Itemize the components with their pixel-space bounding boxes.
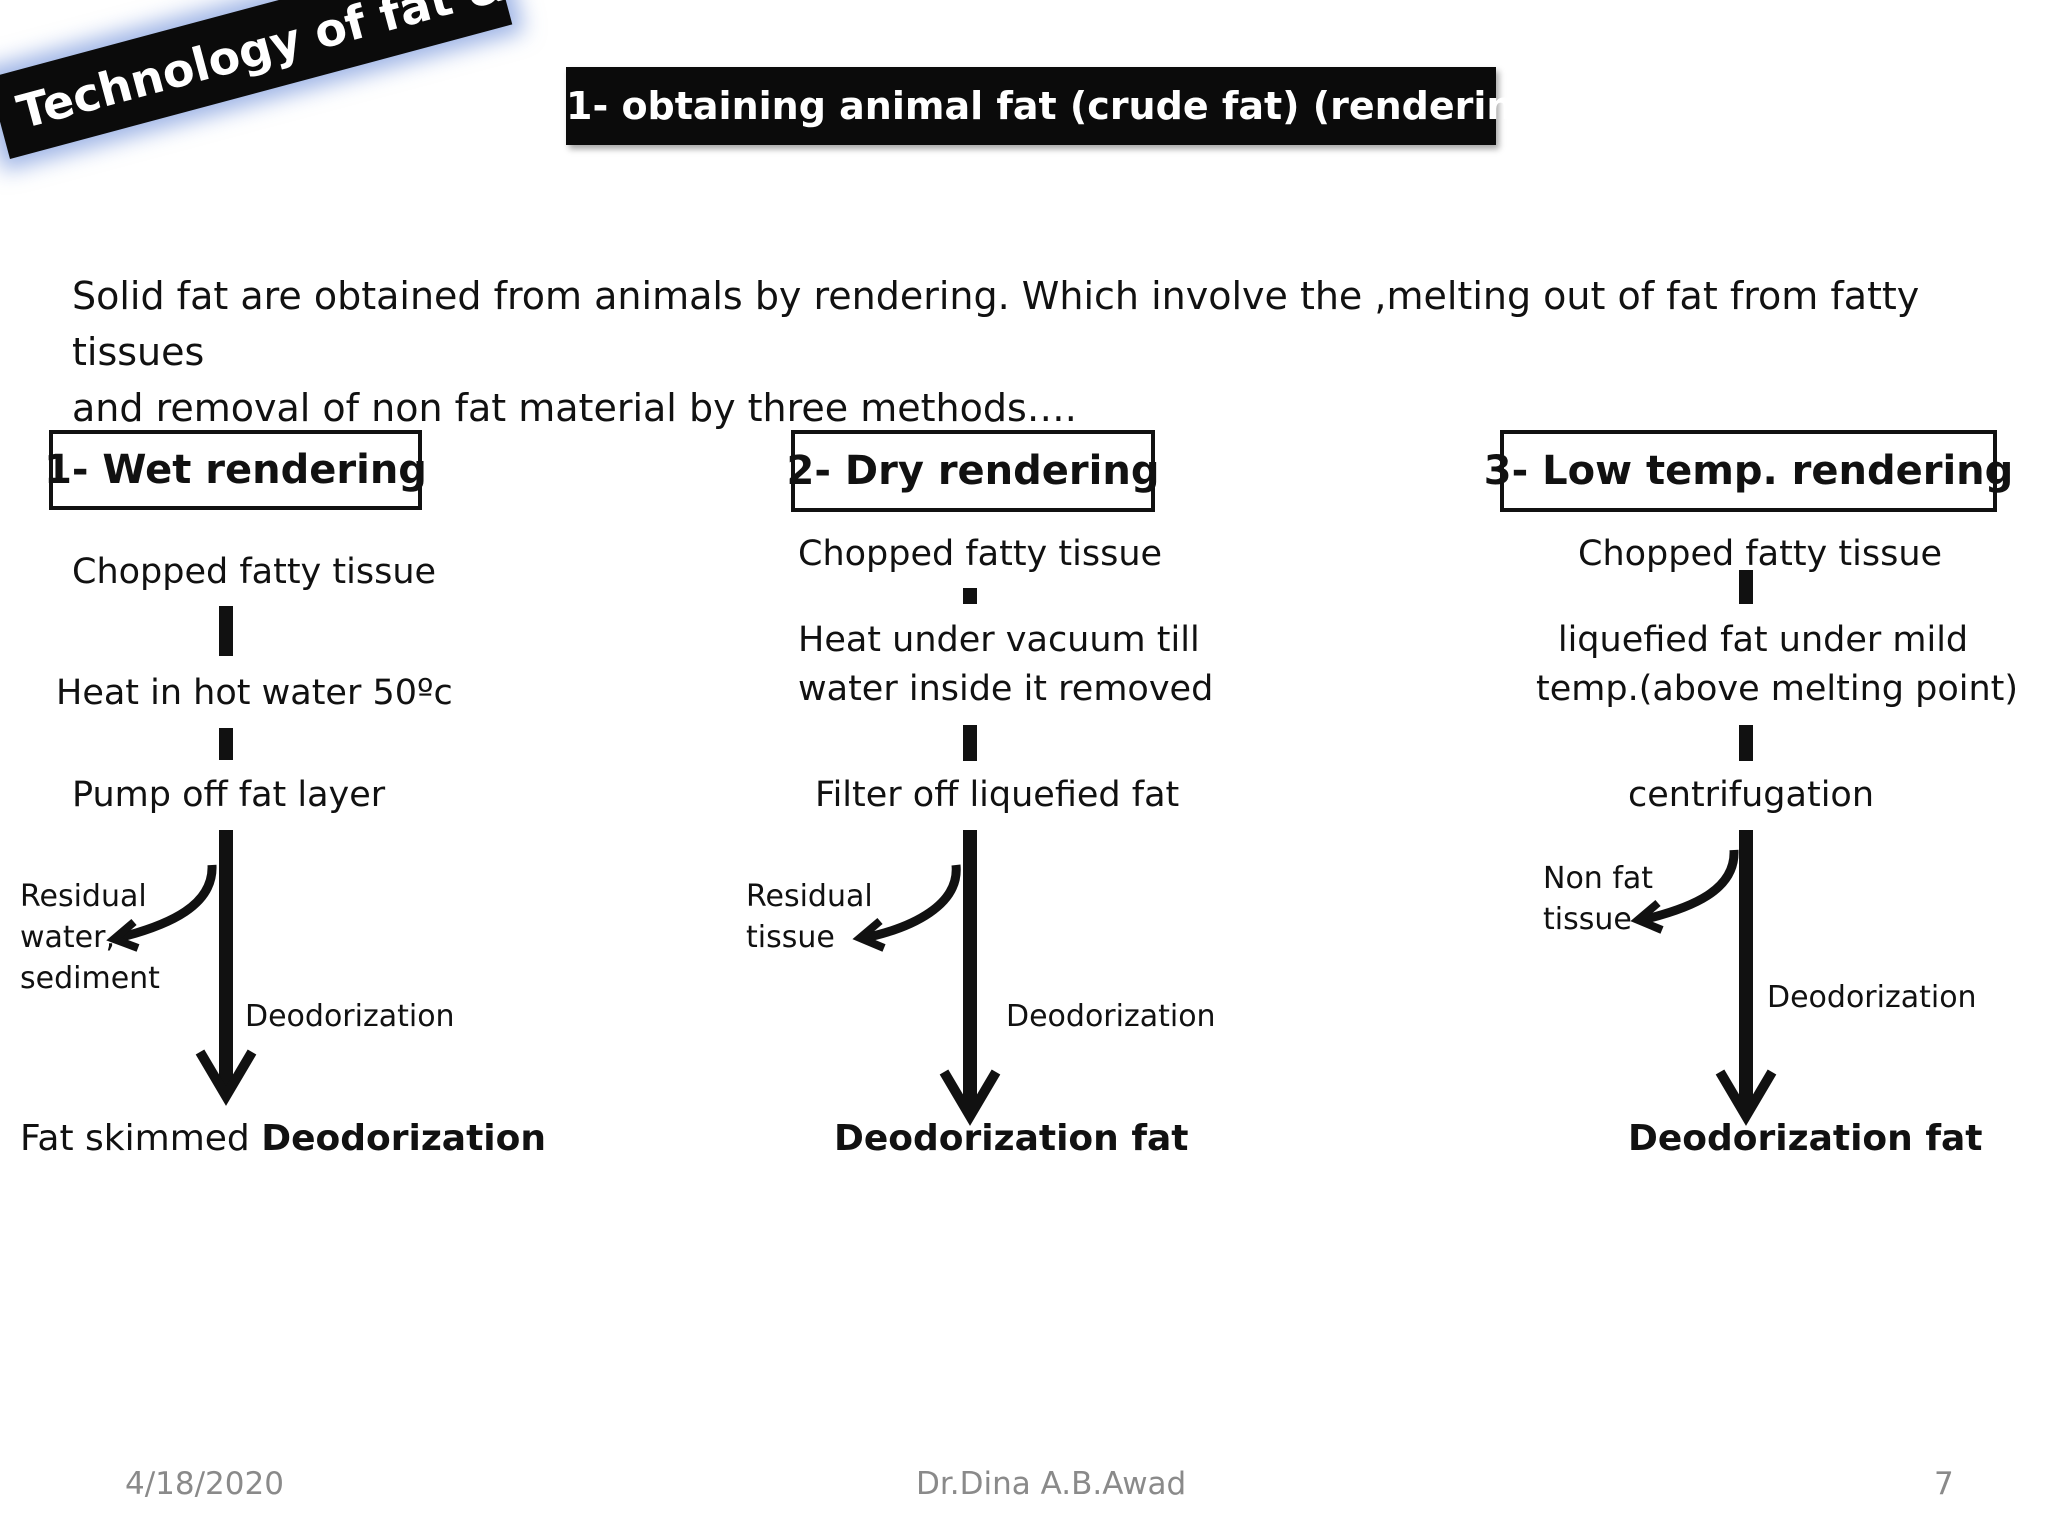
dry-step-3: Filter off liquefied fat (815, 775, 1180, 815)
wet-step-1: Chopped fatty tissue (72, 552, 437, 592)
method-title-wet: 1- Wet rendering (44, 430, 427, 510)
wet-final-plain: Fat skimmed (20, 1118, 262, 1159)
wet-step-3: Pump off fat layer (72, 775, 386, 815)
dry-down-arrow-head (939, 1069, 1001, 1126)
dry-step-2-line-1: Heat under vacuum till (798, 620, 1200, 660)
low-temp-final-output: Deodorization fat (1628, 1118, 1983, 1159)
section-header: 1- obtaining animal fat (crude fat) (ren… (566, 67, 1558, 145)
wet-branch-arrow (116, 864, 217, 943)
intro-line-1: Solid fat are obtained from animals by r… (72, 274, 1920, 374)
low-temp-down-arrow-head (1715, 1069, 1777, 1126)
dry-connector-2 (963, 725, 977, 761)
low-temp-branch-arrow-head (1630, 899, 1664, 934)
method-title-low-temp: 3- Low temp. rendering (1484, 430, 2013, 512)
dry-branch-arrow (863, 864, 961, 943)
low-temp-step-2-line-2: temp.(above melting point) (1536, 669, 2019, 709)
low-temp-connector-2 (1739, 725, 1753, 761)
low-temp-side-output-line-2: tissue (1543, 902, 1632, 937)
wet-arrow-label: Deodorization (245, 999, 455, 1034)
low-temp-step-2: liquefied fat under mild temp.(above mel… (1536, 616, 2019, 714)
footer-author: Dr.Dina A.B.Awad (916, 1466, 1187, 1502)
low-temp-connector-1 (1739, 570, 1753, 604)
wet-side-output-line-3: sediment (20, 961, 160, 996)
dry-step-1: Chopped fatty tissue (798, 534, 1163, 574)
wet-side-output-line-1: Residual (20, 879, 147, 914)
wet-side-output-line-2: water, (20, 920, 116, 955)
method-title-dry: 2- Dry rendering (787, 430, 1159, 512)
low-temp-side-output: Non fat tissue (1543, 858, 1653, 940)
dry-side-output-line-2: tissue (746, 920, 835, 955)
low-temp-step-2-line-1: liquefied fat under mild (1557, 620, 1969, 660)
dry-final-output: Deodorization fat (834, 1118, 1189, 1159)
low-temp-step-1: Chopped fatty tissue (1578, 534, 1943, 574)
dry-branch-arrow-head (852, 917, 886, 952)
wet-side-output: Residual water, sediment (20, 876, 160, 999)
dry-step-2: Heat under vacuum till water inside it r… (798, 616, 1213, 714)
low-temp-arrow-label: Deodorization (1767, 980, 1977, 1015)
wet-down-arrow-head (195, 1049, 257, 1106)
dry-step-2-line-2: water inside it removed (798, 669, 1214, 709)
low-temp-step-3: centrifugation (1628, 775, 1875, 815)
wet-step-2: Heat in hot water 50ºc (56, 673, 453, 713)
wet-final-bold: Deodorization (261, 1118, 547, 1159)
wet-branch-arrow-head (106, 918, 140, 952)
low-temp-branch-arrow (1640, 849, 1739, 925)
dry-connector-1 (963, 588, 977, 604)
dry-side-output: Residual tissue (746, 876, 873, 958)
wet-final-output: Fat skimmed Deodorization (20, 1118, 546, 1159)
low-temp-side-output-line-1: Non fat (1543, 861, 1654, 896)
dry-side-output-line-1: Residual (746, 879, 873, 914)
wet-connector-2 (219, 728, 233, 760)
dry-arrow-label: Deodorization (1006, 999, 1216, 1034)
intro-line-2: and removal of non fat material by three… (72, 386, 1077, 430)
intro-paragraph: Solid fat are obtained from animals by r… (72, 268, 2032, 436)
footer-date: 4/18/2020 (125, 1466, 284, 1502)
footer-page-number: 7 (1934, 1466, 1954, 1502)
wet-connector-1 (219, 606, 233, 656)
